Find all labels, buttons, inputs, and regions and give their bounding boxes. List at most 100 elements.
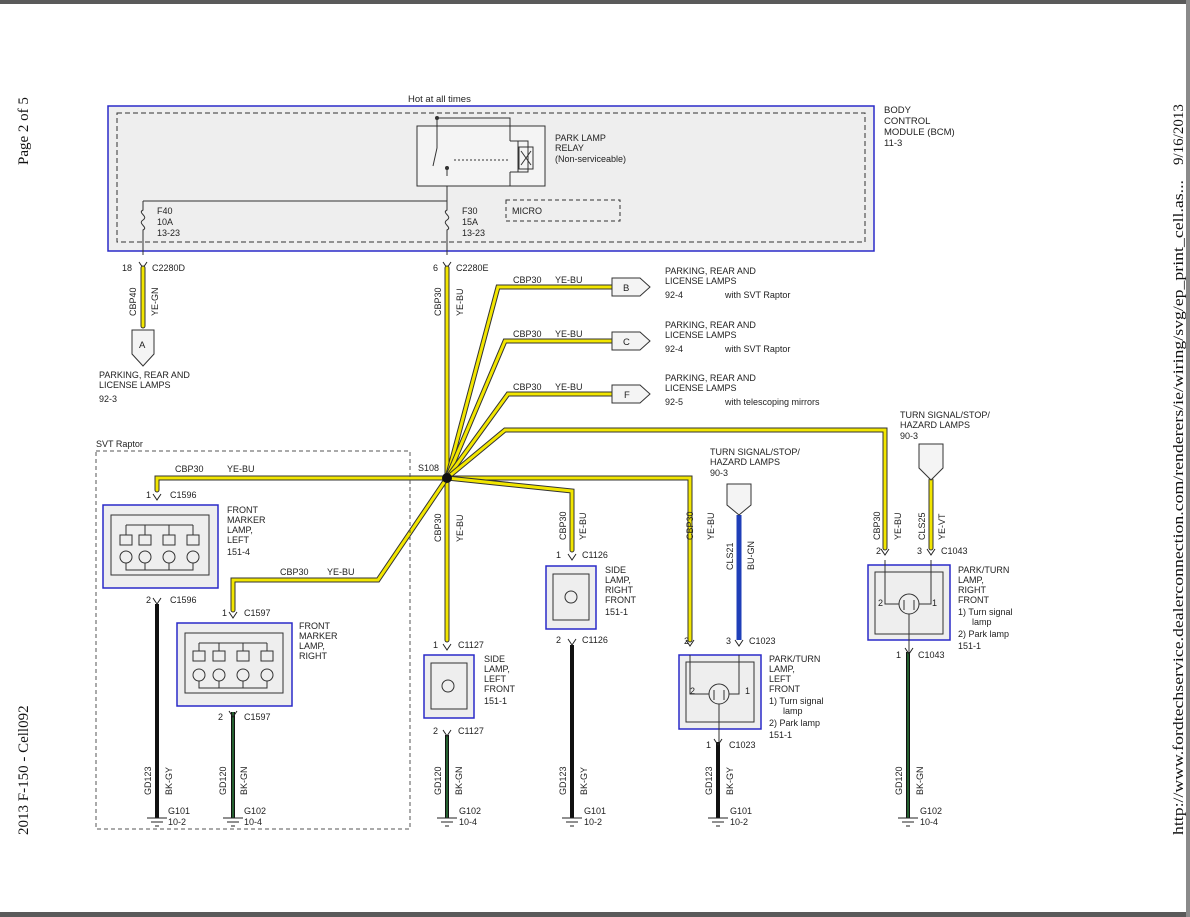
dual-bulb-icon	[884, 560, 932, 652]
offpage-a-letter: A	[139, 340, 146, 351]
offpage-b-shape	[611, 277, 651, 297]
pin-label: 1	[433, 640, 438, 650]
c1597-top: C1597	[244, 608, 271, 618]
park-turn-right-label: PARK/TURN LAMP, RIGHT FRONT 1) Turn sign…	[958, 565, 1013, 651]
svg-text:10-2: 10-2	[584, 817, 602, 827]
svg-text:G102: G102	[244, 806, 266, 816]
scrollbar-track[interactable]	[1186, 0, 1190, 917]
c2280d-label: C2280D	[152, 263, 186, 273]
pin-label: 1	[932, 598, 937, 608]
svg-text:SIDE: SIDE	[484, 654, 505, 664]
pin-label: 1	[745, 686, 750, 696]
svg-text:MARKER: MARKER	[299, 631, 338, 641]
pin-label: 1	[896, 650, 901, 660]
c1126-bottom: C1126	[582, 635, 608, 645]
svg-text:BK-GN: BK-GN	[454, 766, 464, 795]
c1043-bottom: C1043	[918, 650, 945, 660]
svg-text:LAMP,: LAMP,	[484, 664, 510, 674]
svg-text:LEFT: LEFT	[484, 674, 507, 684]
svg-text:BK-GY: BK-GY	[164, 767, 174, 795]
svg-text:CBP30: CBP30	[558, 511, 568, 540]
c1043-top: C1043	[941, 546, 968, 556]
svg-text:MARKER: MARKER	[227, 515, 266, 525]
offpage-f-letter: F	[624, 390, 630, 401]
offpage-b-desc: PARKING, REAR AND LICENSE LAMPS 92-4 wit…	[665, 266, 790, 300]
svg-text:YE-BU: YE-BU	[455, 288, 465, 316]
c1023-bottom: C1023	[729, 740, 756, 750]
svg-text:G102: G102	[459, 806, 481, 816]
svg-text:FRONT: FRONT	[958, 595, 989, 605]
pin-label: 2	[218, 712, 223, 722]
offpage-a-shape	[131, 329, 155, 367]
front-marker-lamp-left	[102, 504, 219, 589]
svg-text:(Non-serviceable): (Non-serviceable)	[555, 154, 626, 164]
c1126-top: C1126	[582, 550, 608, 560]
svg-text:BU-GN: BU-GN	[746, 541, 756, 570]
offpage-a-desc: PARKING, REAR AND LICENSE LAMPS 92-3	[99, 370, 190, 404]
svg-text:F30: F30	[462, 206, 478, 216]
svg-text:G101: G101	[168, 806, 190, 816]
svg-text:GD120: GD120	[894, 766, 904, 795]
svg-text:PARKING, REAR AND: PARKING, REAR AND	[665, 320, 756, 330]
svg-text:RIGHT: RIGHT	[958, 585, 987, 595]
svg-text:CBP30: CBP30	[433, 287, 443, 316]
svg-text:YE-BU: YE-BU	[455, 514, 465, 542]
svg-text:10-4: 10-4	[244, 817, 262, 827]
c2280e-label: C2280E	[456, 263, 489, 273]
svt-raptor-region	[95, 450, 411, 830]
svg-text:YE-BU: YE-BU	[893, 512, 903, 540]
svg-text:PARKING, REAR AND: PARKING, REAR AND	[665, 266, 756, 276]
svg-text:GD123: GD123	[143, 766, 153, 795]
svg-text:PARK LAMP: PARK LAMP	[555, 133, 606, 143]
bulb-icon	[192, 642, 274, 689]
svg-text:LEFT: LEFT	[227, 535, 250, 545]
svg-text:11-3: 11-3	[884, 138, 902, 149]
park-turn-lamp-left	[678, 654, 762, 730]
svg-text:CBP30: CBP30	[513, 329, 542, 339]
svg-text:G101: G101	[730, 806, 752, 816]
window-top-edge	[0, 0, 1190, 4]
pin-label: 2	[876, 546, 881, 556]
svg-text:CLS21: CLS21	[725, 542, 735, 570]
pin-label: 3	[917, 546, 922, 556]
relay-coil	[518, 146, 534, 170]
front-marker-lamp-right	[176, 622, 293, 707]
svg-text:GD120: GD120	[433, 766, 443, 795]
svg-text:PARKING, REAR AND: PARKING, REAR AND	[99, 370, 190, 380]
side-lamp-right	[545, 565, 597, 630]
svg-text:RELAY: RELAY	[555, 143, 584, 153]
ground-symbols	[147, 817, 918, 827]
svg-text:10A: 10A	[157, 217, 173, 227]
svg-text:YE-BU: YE-BU	[555, 329, 583, 339]
svg-text:RIGHT: RIGHT	[605, 585, 634, 595]
svg-text:FRONT: FRONT	[769, 684, 800, 694]
bulb-icon	[564, 590, 578, 604]
svg-text:CBP30: CBP30	[872, 511, 882, 540]
svg-text:92-3: 92-3	[99, 394, 117, 404]
ground-labels: G101 10-2 G102 10-4 G102 10-4 G101 10-2 …	[168, 806, 942, 827]
c1597-bottom: C1597	[244, 712, 271, 722]
pin-label: 2	[690, 686, 695, 696]
svg-text:10-4: 10-4	[920, 817, 938, 827]
svg-text:1) Turn signal: 1) Turn signal	[958, 607, 1013, 617]
svg-text:TURN SIGNAL/STOP/: TURN SIGNAL/STOP/	[710, 447, 800, 457]
svg-text:CBP30: CBP30	[433, 513, 443, 542]
svg-text:G101: G101	[584, 806, 606, 816]
svg-text:YE-BU: YE-BU	[555, 382, 583, 392]
pin-label: 1	[146, 490, 151, 500]
svg-text:151-1: 151-1	[484, 696, 507, 706]
c1596-bottom: C1596	[170, 595, 197, 605]
svg-text:10-2: 10-2	[168, 817, 186, 827]
svg-text:HAZARD LAMPS: HAZARD LAMPS	[900, 420, 970, 430]
offpage-ts-right-desc: TURN SIGNAL/STOP/ HAZARD LAMPS 90-3	[900, 410, 990, 441]
ground-wire-tint	[232, 652, 909, 818]
bulb-icon	[119, 524, 200, 571]
pin-label: 1	[222, 608, 227, 618]
svg-text:92-5: 92-5	[665, 397, 683, 407]
yellow-wires	[140, 265, 934, 643]
offpage-f-desc: PARKING, REAR AND LICENSE LAMPS 92-5 wit…	[665, 373, 820, 407]
pin-label: 2	[433, 726, 438, 736]
svg-text:92-4: 92-4	[665, 344, 683, 354]
svg-text:YE-BU: YE-BU	[227, 464, 255, 474]
